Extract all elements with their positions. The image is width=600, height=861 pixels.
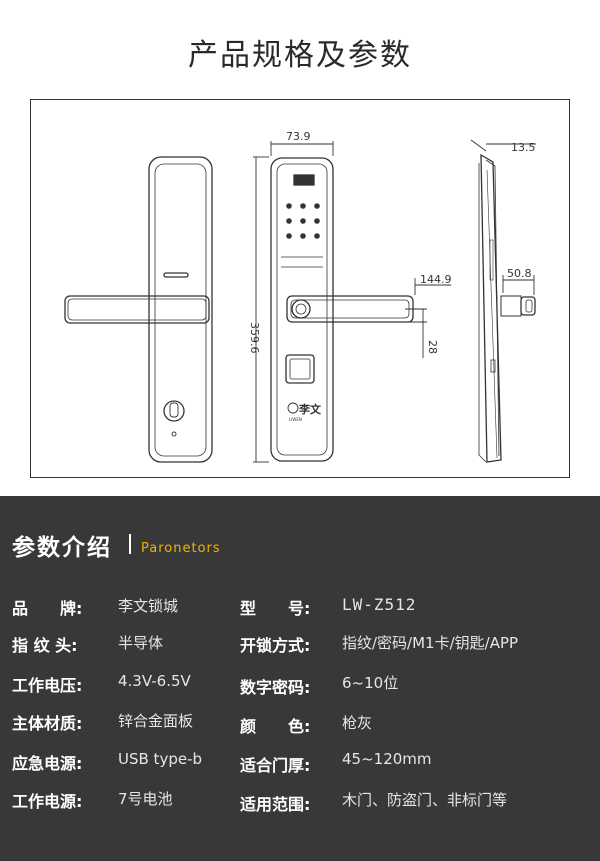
spec-label-door-thickness: 适合门厚:	[240, 756, 311, 775]
dimension-labels: 73.9 13.5 144.9 50.8 359.6 28	[248, 130, 536, 354]
back-view-drawing	[64, 156, 213, 463]
spec-label-model: 型 号:	[240, 599, 311, 618]
parameters-section: 参数介绍 Paronetors 品 牌: 李文锁城 型 号: LW-Z512 指…	[0, 496, 600, 861]
spec-value-brand: 李文锁城	[118, 597, 179, 615]
spec-label-color: 颜 色:	[240, 717, 311, 736]
spec-label-voltage: 工作电压:	[12, 676, 83, 695]
spec-value-power-supply: 7号电池	[118, 790, 173, 808]
dimension-label: 50.8	[507, 267, 532, 280]
spec-value-door-thickness: 45~120mm	[342, 750, 432, 768]
dimension-label: 73.9	[286, 130, 311, 143]
dimension-label: 359.6	[248, 322, 261, 354]
page-title: 产品规格及参数	[188, 38, 412, 73]
spec-label-fingerprint: 指 纹 头:	[12, 636, 78, 655]
spec-label-unlock: 开锁方式:	[240, 636, 311, 655]
spec-value-color: 枪灰	[342, 714, 373, 732]
spec-value-fingerprint: 半导体	[118, 634, 164, 652]
spec-value-voltage: 4.3V-6.5V	[118, 672, 191, 690]
spec-label-emergency-power: 应急电源:	[12, 754, 83, 773]
spec-diagram-panel: 产品规格及参数	[30, 38, 570, 478]
spec-value-material: 锌合金面板	[118, 712, 194, 730]
technical-drawing-frame: 李文 LIWEN	[30, 99, 570, 478]
spec-label-power-supply: 工作电源:	[12, 792, 83, 811]
spec-value-emergency-power: USB type-b	[118, 750, 203, 768]
spec-label-brand: 品 牌:	[12, 599, 83, 618]
front-view-drawing: 李文 LIWEN	[270, 157, 414, 462]
spec-value-password: 6~10位	[342, 674, 399, 692]
dimension-label: 144.9	[420, 273, 452, 286]
dimension-label: 28	[426, 340, 439, 354]
spec-value-unlock: 指纹/密码/M1卡/钥匙/APP	[342, 634, 519, 652]
dimension-lines	[253, 139, 536, 463]
keypad-dots	[286, 203, 320, 239]
section-subtitle: Paronetors	[141, 541, 221, 556]
section-title: 参数介绍	[12, 535, 112, 561]
side-view-drawing	[478, 153, 536, 463]
spec-label-material: 主体材质:	[12, 714, 83, 733]
lock-technical-drawing: 李文 LIWEN	[64, 130, 536, 463]
spec-label-scope: 适用范围:	[240, 795, 311, 814]
spec-label-password: 数字密码:	[240, 678, 311, 697]
section-divider	[129, 534, 131, 554]
brand-mark: 李文	[298, 402, 322, 416]
brand-mark-small: LIWEN	[289, 417, 302, 422]
dimension-label: 13.5	[511, 141, 536, 154]
spec-value-scope: 木门、防盗门、非标门等	[342, 791, 508, 809]
spec-value-model: LW-Z512	[342, 595, 417, 614]
